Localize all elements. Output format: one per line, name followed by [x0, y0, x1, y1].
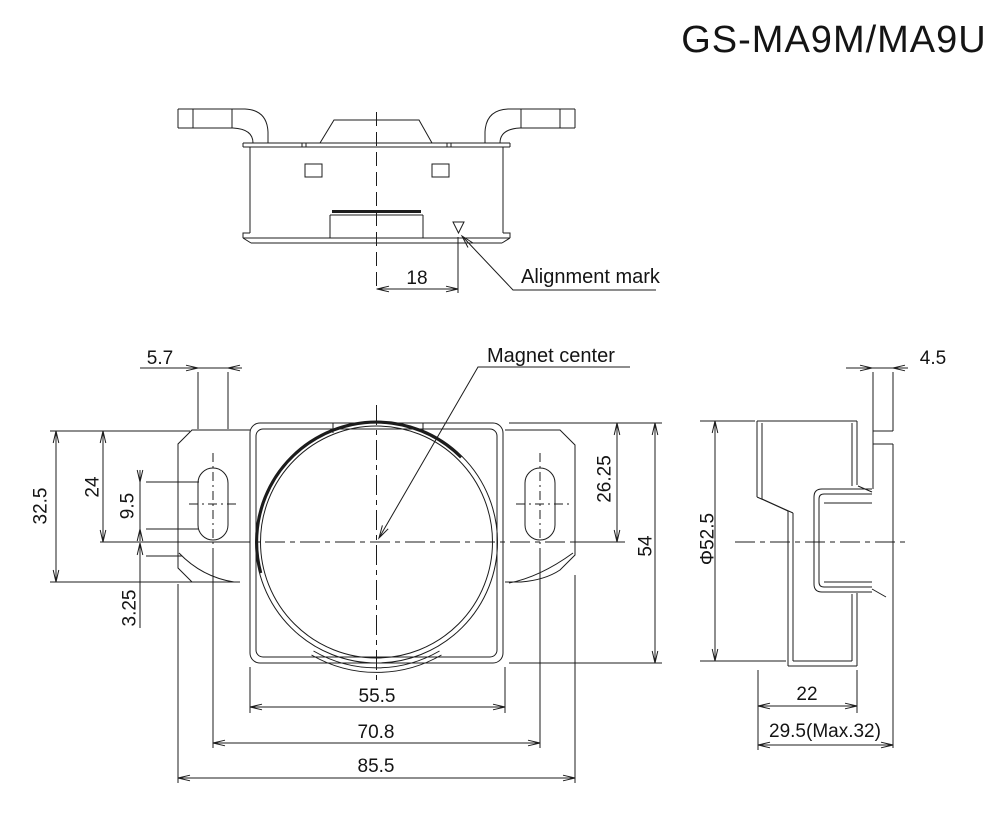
side-pole-bracket [813, 488, 872, 593]
dim-slot-width: 5.7 [147, 348, 173, 369]
dim-center-offset: 3.25 [120, 590, 141, 627]
top-view: 18 Alignment mark [177, 108, 661, 293]
dim-body-height: 54 [636, 535, 657, 557]
alignment-mark-icon [452, 221, 465, 235]
magnet-heavy-arc [255, 421, 462, 574]
dim-alignment-offset: 18 [406, 268, 427, 289]
alignment-mark-label: Alignment mark [521, 266, 661, 288]
side-outline [756, 420, 887, 667]
dim-tab-depth: 4.5 [920, 348, 946, 369]
dim-overall-width: 85.5 [358, 756, 395, 777]
side-view: Φ52.5 4.5 22 29.5(Max.32) [698, 348, 946, 750]
dim-flange-height: 32.5 [31, 488, 52, 525]
dim-flange-top-to-center: 24 [83, 476, 104, 498]
drawing-title: GS-MA9M/MA9U [681, 19, 986, 61]
front-body-outer [249, 422, 504, 664]
front-body-top-details [286, 423, 454, 433]
side-terminal-tab [872, 372, 894, 748]
slot-centerlines [189, 453, 570, 557]
dim-body-depth: 22 [796, 684, 817, 705]
top-view-windows [304, 163, 450, 178]
front-view: Magnet center 5.7 32.5 24 9.5 3.25 26.25… [31, 345, 662, 783]
dim-slot-length: 9.5 [118, 493, 139, 519]
magnet-center-leader [378, 366, 630, 540]
alignment-mark-leader [460, 234, 656, 291]
side-dim-lines [700, 367, 908, 750]
dim-overall-depth: 29.5(Max.32) [769, 721, 881, 742]
magnet-center-label: Magnet center [487, 345, 615, 367]
centerline-extensions [100, 541, 541, 748]
front-dim-lines [50, 367, 662, 783]
front-mounting-slots [197, 467, 556, 541]
top-view-mounting-tabs [177, 108, 576, 144]
front-centerlines [230, 405, 600, 685]
dim-outer-diameter: Φ52.5 [698, 513, 719, 565]
dim-slot-span: 70.8 [358, 722, 395, 743]
dim-body-top-to-center: 26.25 [595, 455, 616, 503]
side-dim-arrows [711, 364, 906, 749]
front-body-inner [255, 428, 498, 658]
dim-18-lines [376, 237, 459, 293]
front-flanges [177, 429, 576, 584]
dim-body-width: 55.5 [359, 686, 396, 707]
front-dim-arrows [52, 364, 659, 782]
dim-18-arrows [376, 285, 459, 293]
